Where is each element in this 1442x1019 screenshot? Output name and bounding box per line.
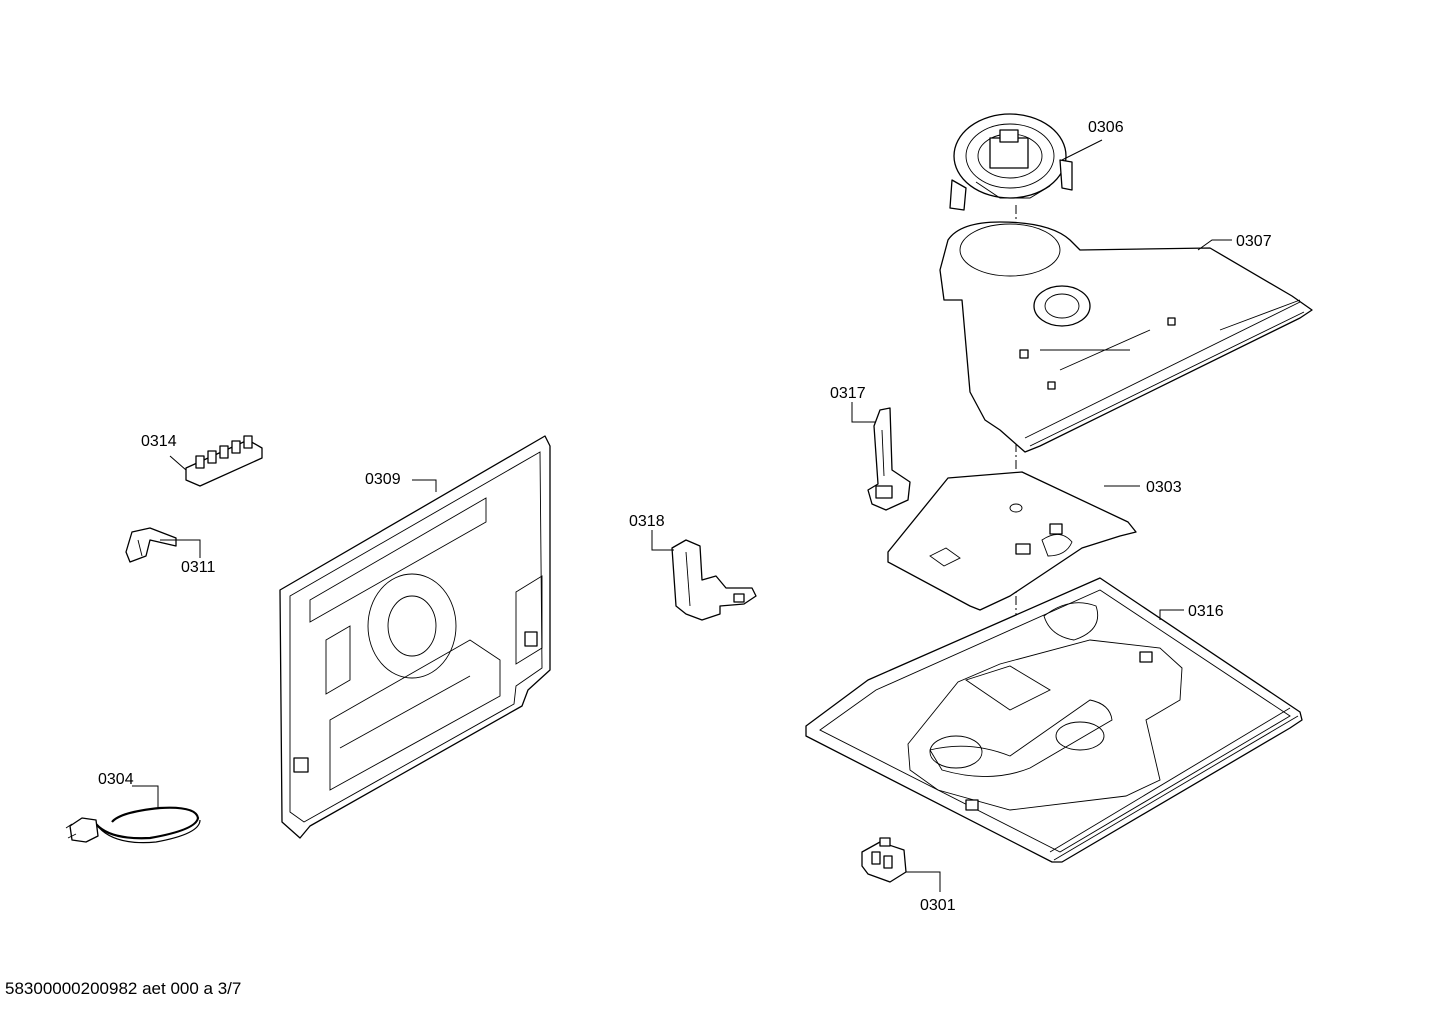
leader-0311 bbox=[160, 539, 201, 558]
leader-0309 bbox=[412, 479, 437, 492]
leader-0318 bbox=[651, 530, 674, 551]
label-0301[interactable]: 0301 bbox=[920, 897, 956, 914]
part-power-cord bbox=[65, 806, 201, 844]
leader-0314 bbox=[169, 455, 187, 471]
part-terminal-block bbox=[185, 435, 263, 487]
leader-0316 bbox=[1159, 609, 1184, 620]
part-fan-motor bbox=[949, 113, 1073, 211]
label-0304[interactable]: 0304 bbox=[98, 771, 134, 788]
part-labels: 0306 0307 0317 0314 0309 0318 0303 0311 … bbox=[98, 119, 1272, 914]
part-base-tray bbox=[805, 577, 1303, 863]
part-hinge-bracket-left bbox=[671, 539, 757, 621]
leader-lines bbox=[132, 139, 1232, 892]
leader-0304 bbox=[132, 785, 159, 808]
label-0306[interactable]: 0306 bbox=[1088, 119, 1124, 136]
label-0316[interactable]: 0316 bbox=[1188, 603, 1224, 620]
part-small-switch bbox=[125, 527, 177, 563]
label-0318[interactable]: 0318 bbox=[629, 513, 665, 530]
part-connector-block bbox=[861, 837, 907, 883]
leader-0301 bbox=[906, 871, 941, 892]
leader-0307 bbox=[1197, 239, 1232, 251]
part-hinge-bracket-right bbox=[867, 407, 911, 511]
label-0311[interactable]: 0311 bbox=[181, 559, 216, 576]
label-0317[interactable]: 0317 bbox=[830, 385, 866, 402]
label-0307[interactable]: 0307 bbox=[1236, 233, 1272, 250]
label-0314[interactable]: 0314 bbox=[141, 433, 177, 450]
part-fan-housing bbox=[939, 221, 1313, 453]
part-rear-panel bbox=[279, 435, 551, 839]
leader-0306 bbox=[1061, 139, 1103, 161]
leader-0317 bbox=[851, 402, 876, 423]
part-insulation-plate bbox=[887, 471, 1137, 611]
label-0309[interactable]: 0309 bbox=[365, 471, 401, 488]
document-footer-id: 58300000200982 aet 000 a 3/7 bbox=[5, 979, 242, 998]
label-0303[interactable]: 0303 bbox=[1146, 479, 1182, 496]
